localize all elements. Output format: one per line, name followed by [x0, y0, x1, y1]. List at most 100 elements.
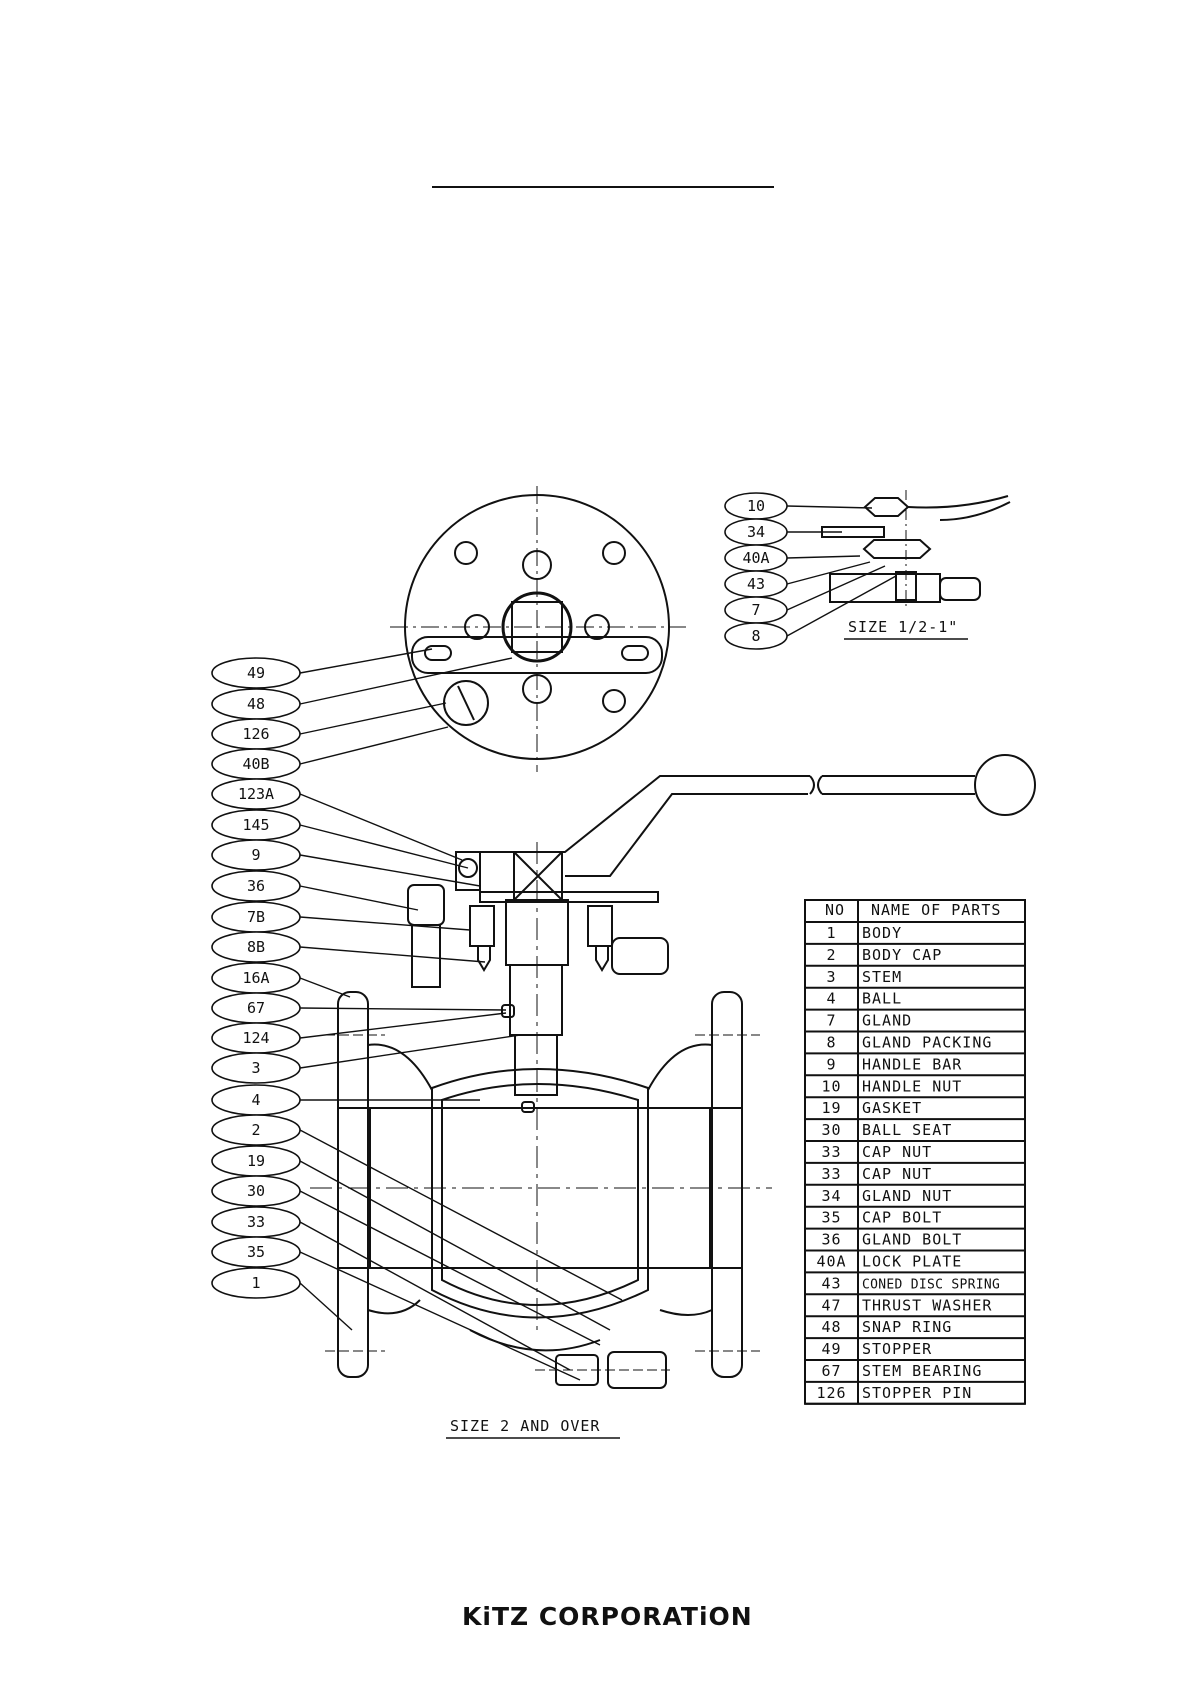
table-header-no: NO	[825, 901, 845, 919]
callout-30: 30	[211, 1175, 301, 1207]
callout-2: 2	[211, 1114, 301, 1146]
small-size-view	[821, 490, 1011, 606]
svg-text:2: 2	[251, 1121, 260, 1139]
svg-text:145: 145	[242, 816, 269, 834]
table-cell-name: BODY	[862, 924, 902, 942]
table-cell-name: BALL SEAT	[862, 1121, 952, 1139]
svg-text:48: 48	[247, 695, 265, 713]
svg-text:7: 7	[751, 601, 760, 619]
svg-text:33: 33	[247, 1213, 265, 1231]
table-cell-name: GLAND PACKING	[862, 1034, 992, 1052]
callout-123a: 123A	[211, 778, 301, 810]
table-cell-name: GLAND NUT	[862, 1187, 952, 1205]
callout-10: 10	[724, 492, 788, 520]
svg-text:30: 30	[247, 1182, 265, 1200]
table-cell-name: STEM	[862, 968, 902, 986]
table-cell-name: CAP BOLT	[862, 1209, 942, 1227]
table-cell-no: 8	[826, 1034, 836, 1052]
table-cell-name: STOPPER PIN	[862, 1384, 972, 1402]
table-cell-name: GLAND BOLT	[862, 1231, 962, 1249]
table-cell-name: SNAP RING	[862, 1318, 952, 1336]
table-cell-name: CONED DISC SPRING	[862, 1277, 1000, 1292]
callout-7b: 7B	[211, 901, 301, 933]
callout-43: 43	[724, 570, 788, 598]
callout-35: 35	[211, 1236, 301, 1268]
svg-text:126: 126	[242, 725, 269, 743]
svg-text:49: 49	[247, 664, 265, 682]
table-cell-no: 1	[826, 924, 836, 942]
table-cell-no: 19	[821, 1099, 841, 1117]
callout-4: 4	[211, 1084, 301, 1116]
table-cell-no: 67	[821, 1362, 841, 1380]
svg-text:8: 8	[751, 627, 760, 645]
callout-19: 19	[211, 1145, 301, 1177]
callout-7: 7	[724, 596, 788, 624]
table-cell-name: CAP NUT	[862, 1165, 932, 1183]
table-cell-name: GLAND	[862, 1012, 912, 1030]
callout-40a: 40A	[724, 544, 788, 572]
svg-text:124: 124	[242, 1029, 269, 1047]
callout-36: 36	[211, 870, 301, 902]
caption-small-size: SIZE 1/2-1"	[848, 618, 958, 636]
table-cell-name: BODY CAP	[862, 946, 942, 964]
title-underline	[432, 186, 774, 188]
table-cell-name: STOPPER	[862, 1340, 932, 1358]
callout-9: 9	[211, 839, 301, 871]
table-cell-no: 47	[821, 1296, 841, 1314]
kitz-corporation-logo: KiTZ CORPORATiON	[462, 1602, 753, 1631]
table-cell-no: 34	[821, 1187, 841, 1205]
svg-text:3: 3	[251, 1059, 260, 1077]
table-cell-no: 35	[821, 1209, 841, 1227]
table-header-name: NAME OF PARTS	[871, 901, 1001, 919]
callout-124: 124	[211, 1022, 301, 1054]
callout-40b: 40B	[211, 748, 301, 780]
svg-text:40B: 40B	[242, 755, 269, 773]
callout-48: 48	[211, 688, 301, 720]
callout-126: 126	[211, 718, 301, 750]
svg-text:19: 19	[247, 1152, 265, 1170]
table-cell-name: CAP NUT	[862, 1143, 932, 1161]
table-cell-name: GASKET	[862, 1099, 922, 1117]
svg-text:36: 36	[247, 877, 265, 895]
table-cell-no: 33	[821, 1143, 841, 1161]
table-cell-name: LOCK PLATE	[862, 1253, 962, 1271]
table-cell-no: 10	[821, 1077, 841, 1095]
table-cell-no: 43	[821, 1274, 841, 1292]
svg-text:16A: 16A	[242, 969, 269, 987]
svg-text:34: 34	[747, 523, 765, 541]
table-cell-name: HANDLE BAR	[862, 1055, 962, 1073]
table-cell-no: 40A	[816, 1253, 846, 1271]
top-view	[390, 486, 686, 772]
svg-text:40A: 40A	[742, 549, 769, 567]
callout-8b: 8B	[211, 931, 301, 963]
callout-8: 8	[724, 622, 788, 650]
callout-33: 33	[211, 1206, 301, 1238]
svg-text:1: 1	[251, 1274, 260, 1292]
table-cell-name: THRUST WASHER	[862, 1296, 992, 1314]
table-cell-name: BALL	[862, 990, 902, 1008]
table-cell-no: 30	[821, 1121, 841, 1139]
callout-3: 3	[211, 1052, 301, 1084]
main-section-view	[310, 754, 1036, 1389]
table-cell-no: 2	[826, 946, 836, 964]
caption-main-size: SIZE 2 AND OVER	[450, 1417, 600, 1435]
table-cell-no: 48	[821, 1318, 841, 1336]
svg-text:7B: 7B	[247, 908, 265, 926]
table-cell-no: 49	[821, 1340, 841, 1358]
callout-49: 49	[211, 657, 301, 689]
callout-34: 34	[724, 518, 788, 546]
svg-text:67: 67	[247, 999, 265, 1017]
table-cell-no: 126	[816, 1384, 846, 1402]
svg-text:43: 43	[747, 575, 765, 593]
table-cell-no: 36	[821, 1231, 841, 1249]
callout-16a: 16A	[211, 962, 301, 994]
small-leader-lines	[786, 505, 897, 637]
table-cell-no: 4	[826, 990, 836, 1008]
svg-text:123A: 123A	[238, 785, 274, 803]
table-cell-name: HANDLE NUT	[862, 1077, 962, 1095]
callout-1: 1	[211, 1267, 301, 1299]
svg-text:10: 10	[747, 497, 765, 515]
svg-text:35: 35	[247, 1243, 265, 1261]
